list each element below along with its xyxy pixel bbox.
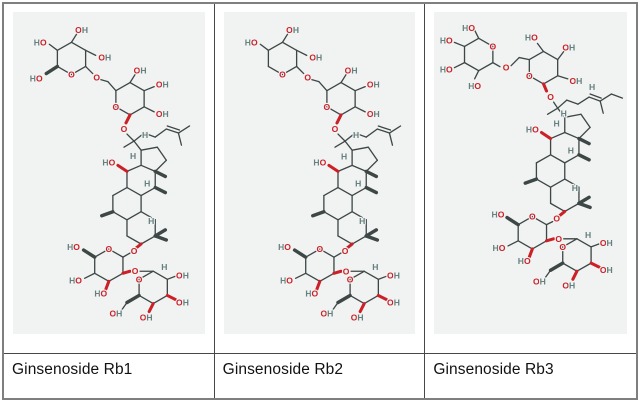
atom-label: HO — [244, 37, 257, 47]
atom-label: OH — [563, 280, 576, 290]
atom-label: HO — [525, 32, 538, 42]
atom-label: O — [279, 70, 286, 80]
atom-label: OH — [109, 309, 122, 319]
atom-label: O — [346, 274, 353, 284]
atom-label: HO — [440, 35, 453, 45]
atom-label: H — [585, 230, 591, 240]
atom-label: O — [93, 73, 100, 83]
atom-label: H — [589, 82, 595, 92]
structure-caption: Ginsenoside Rb1 — [4, 353, 215, 398]
atom-label: OH — [140, 313, 153, 323]
atom-label: O — [121, 124, 128, 134]
atom-label: HO — [278, 242, 291, 252]
atom-label: HO — [526, 124, 539, 134]
atom-label: O — [341, 246, 348, 256]
atom-label: O — [323, 102, 330, 112]
atom-label: H — [359, 216, 365, 226]
atom-label: OH — [156, 109, 169, 119]
atom-label: O — [342, 266, 349, 276]
atom-label: OH — [286, 25, 299, 35]
atom-label: O — [554, 214, 561, 224]
atom-label: H — [554, 118, 560, 128]
atom-label: O — [131, 246, 138, 256]
atom-label: H — [142, 130, 148, 140]
atom-label: HO — [518, 256, 531, 266]
atom-label: O — [556, 234, 563, 244]
atom-label: H — [572, 183, 578, 193]
atom-label: H — [561, 108, 567, 118]
atom-label: OH — [350, 313, 363, 323]
atom-label: O — [113, 102, 120, 112]
atom-label: OH — [367, 109, 380, 119]
atom-label: HO — [492, 210, 505, 220]
atom-label: H — [372, 262, 378, 272]
atom-label: OH — [344, 66, 357, 76]
atom-label: OH — [98, 52, 111, 62]
atom-label: OH — [387, 298, 400, 308]
atom-label: H — [355, 178, 361, 188]
atom-label: OH — [387, 270, 400, 280]
atom-label: OH — [570, 76, 583, 86]
atom-label: OH — [320, 309, 333, 319]
atom-label: O — [68, 70, 75, 80]
atom-label: HO — [94, 288, 107, 298]
atom-label: HO — [67, 242, 80, 252]
atom-label: HO — [313, 157, 326, 167]
atom-label: OH — [176, 270, 189, 280]
structure-caption: Ginsenoside Rb2 — [214, 353, 426, 398]
atom-label: O — [490, 41, 497, 51]
atom-label: H — [144, 178, 150, 188]
atom-label: OH — [600, 265, 613, 275]
atom-label: O — [132, 266, 139, 276]
atom-label: OH — [176, 298, 189, 308]
atom-label: H — [568, 146, 574, 156]
atom-label: O — [526, 71, 533, 81]
atom-label: HO — [30, 74, 43, 84]
atom-label: HO — [69, 275, 82, 285]
atom-label: HO — [34, 37, 47, 47]
atom-label: H — [341, 151, 347, 161]
atom-label: HO — [493, 243, 506, 253]
molecule-structure-ginsenoside-rb3: OOOOOOOOHOHOHOHOHOOHOHHHHHOHHHOHOHOHOHOH… — [439, 22, 624, 292]
atom-label: OH — [309, 52, 322, 62]
atom-label: HO — [305, 288, 318, 298]
atom-label: O — [136, 274, 143, 284]
atom-label: HO — [469, 81, 482, 91]
atom-label: O — [560, 242, 567, 252]
atom-label: O — [304, 73, 311, 83]
atom-label: H — [353, 130, 359, 140]
atom-label: O — [331, 124, 338, 134]
atom-label: HO — [462, 23, 475, 33]
atom-label: HO — [440, 65, 453, 75]
atom-label: O — [503, 63, 510, 73]
atom-label: OH — [533, 276, 546, 286]
atom-label: OH — [600, 238, 613, 248]
atom-label: O — [548, 92, 555, 102]
atom-label: O — [105, 244, 112, 254]
structure-caption: Ginsenoside Rb3 — [425, 353, 636, 398]
atom-label: HO — [102, 157, 115, 167]
atom-label: OH — [367, 80, 380, 90]
atom-label: H — [161, 262, 167, 272]
atom-label: OH — [134, 66, 147, 76]
atom-label: OH — [156, 80, 169, 90]
atom-label: O — [316, 244, 323, 254]
atom-label: H — [148, 216, 154, 226]
atom-label: O — [529, 212, 536, 222]
atom-label: HO — [280, 275, 293, 285]
atom-label: OH — [563, 42, 576, 52]
atom-label: H — [130, 151, 136, 161]
atom-label: OH — [75, 25, 88, 35]
